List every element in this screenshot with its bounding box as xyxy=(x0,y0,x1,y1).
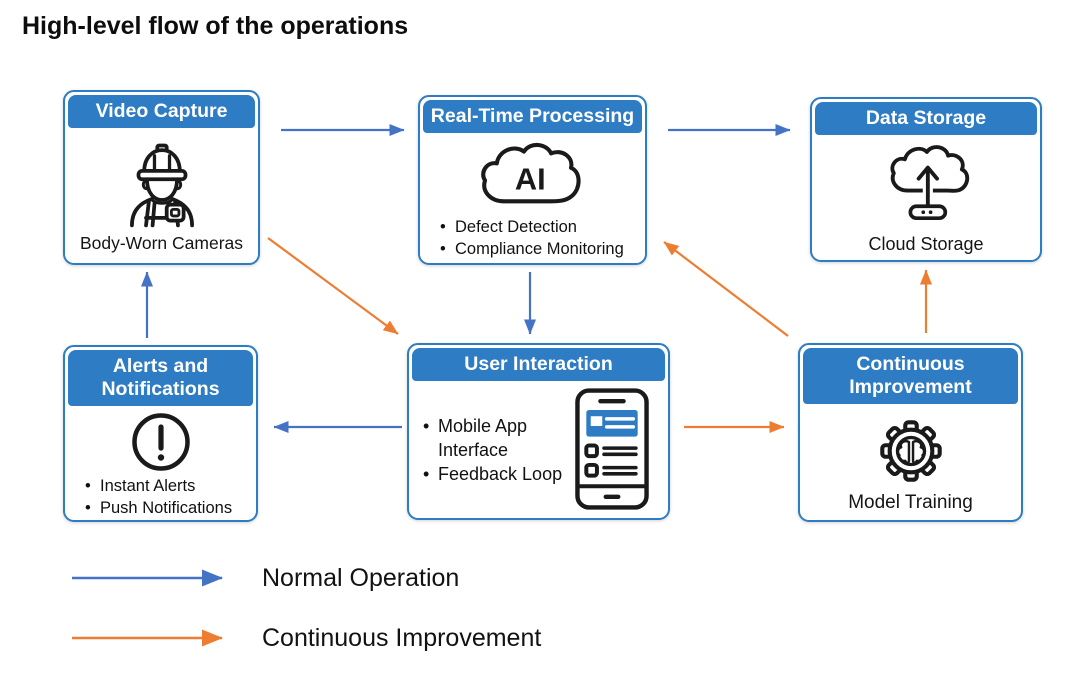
bullet-item: Defect Detection xyxy=(438,216,624,239)
node-body: Mobile App Interface Feedback Loop xyxy=(409,384,668,518)
node-real-time-processing: Real-Time Processing AI Defect Detection… xyxy=(418,95,647,265)
node-caption: Cloud Storage xyxy=(868,234,984,254)
normal-operation-arrow-icon xyxy=(72,569,223,587)
node-title: Continuous Improvement xyxy=(803,348,1018,404)
node-continuous-improvement: Continuous Improvement Model Trai xyxy=(798,343,1023,522)
cloud-upload-icon xyxy=(890,145,970,221)
node-caption: Model Training xyxy=(848,491,973,513)
legend-label-continuous-improvement: Continuous Improvement xyxy=(262,623,542,652)
node-title: Data Storage xyxy=(815,102,1037,135)
arrow-continuous-improvement-to-real-time-processing xyxy=(663,241,789,337)
gear-brain-icon xyxy=(879,419,942,482)
node-body: Body-Worn Cameras xyxy=(65,131,258,263)
legend-row-continuous-improvement: Continuous Improvement xyxy=(70,618,541,658)
legend: Normal Operation Continuous Improvement xyxy=(70,558,541,678)
exclamation-circle-icon xyxy=(131,413,190,471)
bullet-item: Push Notifications xyxy=(83,497,232,520)
arrow-video-capture-to-user-interaction xyxy=(267,237,399,335)
node-user-interaction: User Interaction Mobile App Interface Fe… xyxy=(407,343,670,520)
node-data-storage: Data Storage Cloud Storage xyxy=(810,97,1042,262)
legend-row-normal-operation: Normal Operation xyxy=(70,558,541,598)
node-title: Real-Time Processing xyxy=(423,100,642,133)
node-title: User Interaction xyxy=(412,348,665,381)
continuous-improvement-arrow-icon xyxy=(72,629,223,647)
node-title: Alerts and Notifications xyxy=(68,350,253,406)
node-body: AI Defect Detection Compliance Monitorin… xyxy=(420,136,645,267)
node-body: Cloud Storage xyxy=(812,138,1040,261)
worker-body-camera-icon xyxy=(129,143,194,227)
legend-label-normal-operation: Normal Operation xyxy=(262,563,460,592)
bullet-item: Instant Alerts xyxy=(83,475,232,498)
bullet-item: Compliance Monitoring xyxy=(438,238,624,261)
node-alerts-notifications: Alerts and Notifications Instant Alerts … xyxy=(63,345,258,522)
page-title: High-level flow of the operations xyxy=(22,12,409,40)
node-video-capture: Video Capture Body-Worn Cameras xyxy=(63,90,260,265)
bullet-list: Instant Alerts Push Notifications xyxy=(83,475,232,520)
node-title: Video Capture xyxy=(68,95,255,128)
bullet-list: Defect Detection Compliance Monitoring xyxy=(438,216,624,261)
node-caption: Body-Worn Cameras xyxy=(79,232,244,253)
ai-cloud-icon: AI xyxy=(480,142,581,204)
mobile-app-icon xyxy=(575,388,649,510)
node-body: Instant Alerts Push Notifications xyxy=(65,409,256,526)
bullet-item: Mobile App Interface xyxy=(421,414,569,463)
bullet-list: Mobile App Interface Feedback Loop xyxy=(421,414,569,487)
ai-label: AI xyxy=(514,162,545,197)
node-body: Model Training xyxy=(800,407,1021,520)
bullet-item: Feedback Loop xyxy=(421,462,569,487)
